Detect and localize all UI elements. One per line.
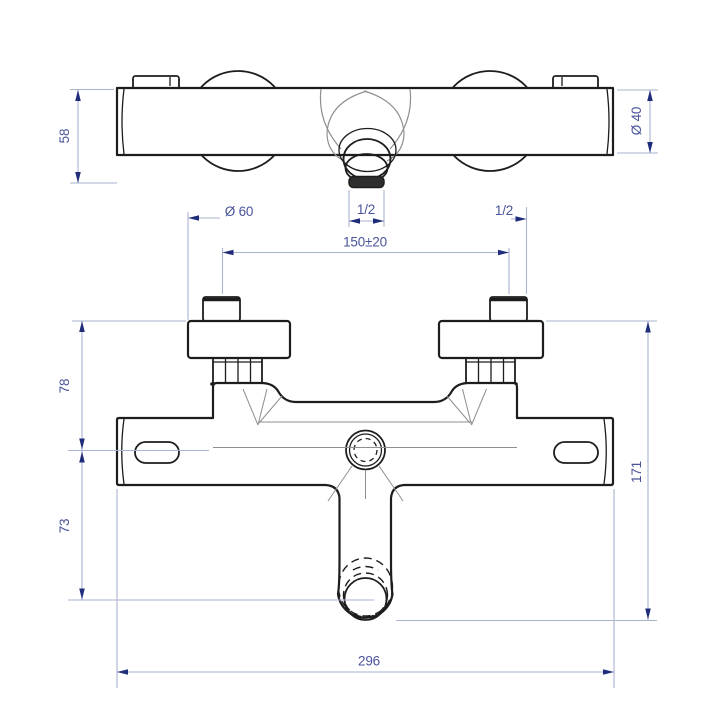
- dim-label-handle-diameter: Ø 60: [225, 204, 253, 219]
- top-view-right-end-cap: [606, 88, 610, 155]
- top-view-body: [115, 86, 615, 157]
- dim-label-depth: 58: [57, 129, 72, 144]
- left-saddle-diagonal: [258, 395, 283, 424]
- arrow-right: [498, 249, 509, 256]
- arrow-left: [117, 669, 128, 675]
- right-threaded-stub: [463, 357, 518, 386]
- arrow-down: [75, 172, 81, 183]
- spout-outlet-rim: [343, 577, 388, 621]
- dim-handle-diameter: Ø 60: [187, 204, 253, 320]
- arrow-up: [647, 90, 653, 101]
- dim-top-depth: 58: [57, 88, 117, 184]
- spout-tip-pad: [348, 175, 385, 189]
- left-vee-line-b: [257, 388, 268, 426]
- arrow-left: [222, 249, 234, 256]
- arrow-left: [188, 215, 199, 221]
- arrow-down: [79, 438, 85, 450]
- dim-inlet-spacing: 150±20: [221, 235, 510, 294]
- spout-bore-hidden-arc: [352, 565, 379, 571]
- right-vee-line-a: [462, 388, 472, 426]
- arrow-up: [75, 90, 81, 101]
- arrow-down: [79, 588, 85, 600]
- right-wall-union-cap: [489, 296, 528, 322]
- arrow-up: [79, 321, 85, 332]
- dim-overall-width: 296: [116, 489, 615, 688]
- dim-center-to-spout: 73: [57, 451, 374, 601]
- front-right-end-cap: [603, 418, 607, 485]
- dim-shower-outlet: 1/2: [495, 203, 528, 294]
- dim-top-to-center: 78: [57, 320, 209, 452]
- arrow-down: [645, 608, 651, 620]
- arrow-right: [515, 216, 527, 222]
- dim-label-overall-height: 171: [629, 461, 644, 483]
- dim-label-inlet-spacing: 150±20: [343, 235, 387, 250]
- dim-label-overall-width: 296: [358, 654, 380, 669]
- arrow-up: [645, 321, 651, 333]
- spout-shoulder-arc-right: [389, 88, 412, 150]
- front-view: [115, 296, 615, 621]
- right-end-slot: [553, 441, 599, 464]
- left-vee-line-a: [242, 388, 259, 426]
- spout-fan-line-right: [378, 465, 404, 502]
- front-body-outline: [115, 381, 615, 619]
- arrow-left: [349, 218, 360, 224]
- arrow-up: [79, 451, 85, 463]
- left-end-slot: [134, 441, 180, 464]
- dim-top-end-diameter: Ø 40: [617, 89, 658, 154]
- front-left-end-cap: [121, 418, 125, 485]
- right-saddle-diagonal: [446, 395, 471, 424]
- spout-petal-arc-left: [326, 90, 368, 162]
- diverter-ring-outer: [345, 429, 386, 471]
- dim-top-spout-connection: 1/2: [348, 190, 385, 227]
- dim-label-spout-connection: 1/2: [357, 202, 375, 217]
- diverter-ring-inner: [348, 433, 383, 467]
- spout-fan-line-left: [327, 465, 353, 502]
- spout-nose-ellipse-outer: [338, 127, 397, 173]
- arrow-down: [647, 142, 653, 153]
- dim-label-end-diameter: Ø 40: [629, 107, 644, 135]
- left-threaded-stub: [210, 357, 265, 386]
- spout-bore-hidden-ellipse: [337, 557, 394, 617]
- dim-label-center-to-spout: 73: [57, 519, 72, 534]
- arrow-right: [373, 218, 384, 224]
- diverter-hidden-circle: [353, 437, 378, 463]
- right-handle-block: [437, 319, 545, 360]
- arrow-right: [603, 669, 614, 675]
- top-view-left-end-cap: [121, 88, 125, 155]
- spout-bore-hidden-circle: [342, 572, 389, 618]
- left-handle-block: [186, 319, 292, 360]
- left-wall-union-cap: [202, 296, 241, 322]
- dim-label-top-to-center: 78: [57, 379, 72, 394]
- dim-label-shower-outlet: 1/2: [495, 203, 513, 218]
- right-vee-line-b: [471, 388, 487, 426]
- dimension-annotations: 58 Ø 40 1/2 Ø 60: [57, 88, 658, 688]
- top-view: [115, 70, 615, 189]
- spout-shoulder-arc-left: [319, 88, 342, 150]
